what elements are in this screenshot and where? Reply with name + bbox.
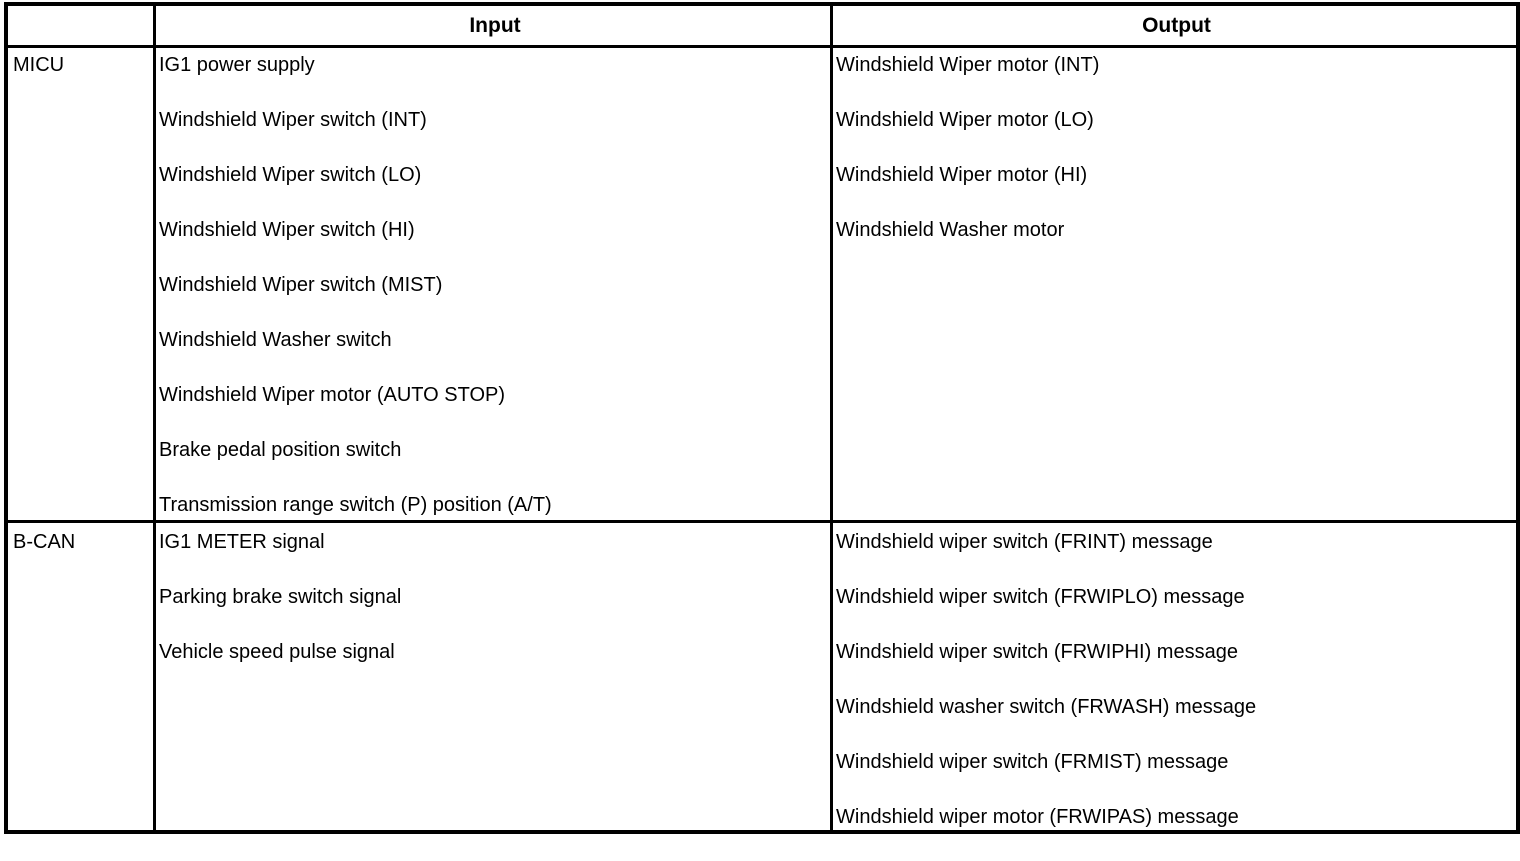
- list-item: Vehicle speed pulse signal: [159, 641, 395, 663]
- table-row: B-CAN: [13, 531, 75, 553]
- list-item: Windshield wiper switch (FRINT) message: [836, 531, 1213, 553]
- row-label-micu: MICU: [13, 54, 65, 76]
- list-item: Windshield Washer switch: [159, 329, 392, 351]
- table-border-top: [4, 2, 1520, 6]
- list-item: Windshield wiper switch (FRMIST) message: [836, 751, 1229, 773]
- cell-bcan-output: Windshield wiper switch (FRINT) message …: [836, 531, 1256, 861]
- list-item: Windshield Wiper motor (LO): [836, 109, 1094, 131]
- column-header-input: Input: [469, 14, 521, 37]
- table-border-right: [1516, 2, 1520, 834]
- table-row: MICU: [13, 54, 64, 76]
- list-item: Windshield Wiper motor (HI): [836, 164, 1088, 186]
- table-border-bottom: [4, 830, 1520, 834]
- list-item: Transmission range switch (P) position (…: [159, 494, 552, 516]
- list-item: Windshield Wiper switch (MIST): [159, 274, 443, 296]
- row-label-bcan: B-CAN: [13, 531, 76, 553]
- list-item: IG1 power supply: [159, 54, 315, 76]
- list-item: Windshield Washer motor: [836, 219, 1065, 241]
- document-page: Input Output MICU IG1 power supply Winds…: [4, 2, 1520, 834]
- table-rule-col-2: [830, 2, 833, 830]
- column-header-output: Output: [1142, 14, 1211, 37]
- list-item: Parking brake switch signal: [159, 586, 402, 608]
- cell-bcan-input: IG1 METER signal Parking brake switch si…: [159, 531, 401, 696]
- column-header-row-label: [8, 6, 153, 45]
- cell-micu-output: Windshield Wiper motor (INT) Windshield …: [836, 54, 1099, 274]
- list-item: Windshield washer switch (FRWASH) messag…: [836, 696, 1257, 718]
- list-item: Windshield wiper switch (FRWIPLO) messag…: [836, 586, 1245, 608]
- list-item: Brake pedal position switch: [159, 439, 402, 461]
- input-output-table: Input Output MICU IG1 power supply Winds…: [4, 2, 1520, 834]
- list-item: Windshield wiper motor (FRWIPAS) message: [836, 806, 1239, 828]
- table-rule-header: [8, 45, 1516, 48]
- list-item: Windshield Wiper switch (LO): [159, 164, 422, 186]
- table-border-left: [4, 2, 8, 834]
- cell-micu-input: IG1 power supply Windshield Wiper switch…: [159, 54, 552, 549]
- list-item: Windshield Wiper motor (AUTO STOP): [159, 384, 506, 406]
- list-item: Windshield Wiper switch (HI): [159, 219, 415, 241]
- table-rule-col-1: [153, 2, 156, 830]
- table-rule-row-sep: [8, 520, 1516, 523]
- list-item: IG1 METER signal: [159, 531, 325, 553]
- list-item: Windshield Wiper switch (INT): [159, 109, 427, 131]
- list-item: Windshield Wiper motor (INT): [836, 54, 1100, 76]
- table-header-row: Input Output: [8, 6, 1516, 45]
- list-item: Windshield wiper switch (FRWIPHI) messag…: [836, 641, 1238, 663]
